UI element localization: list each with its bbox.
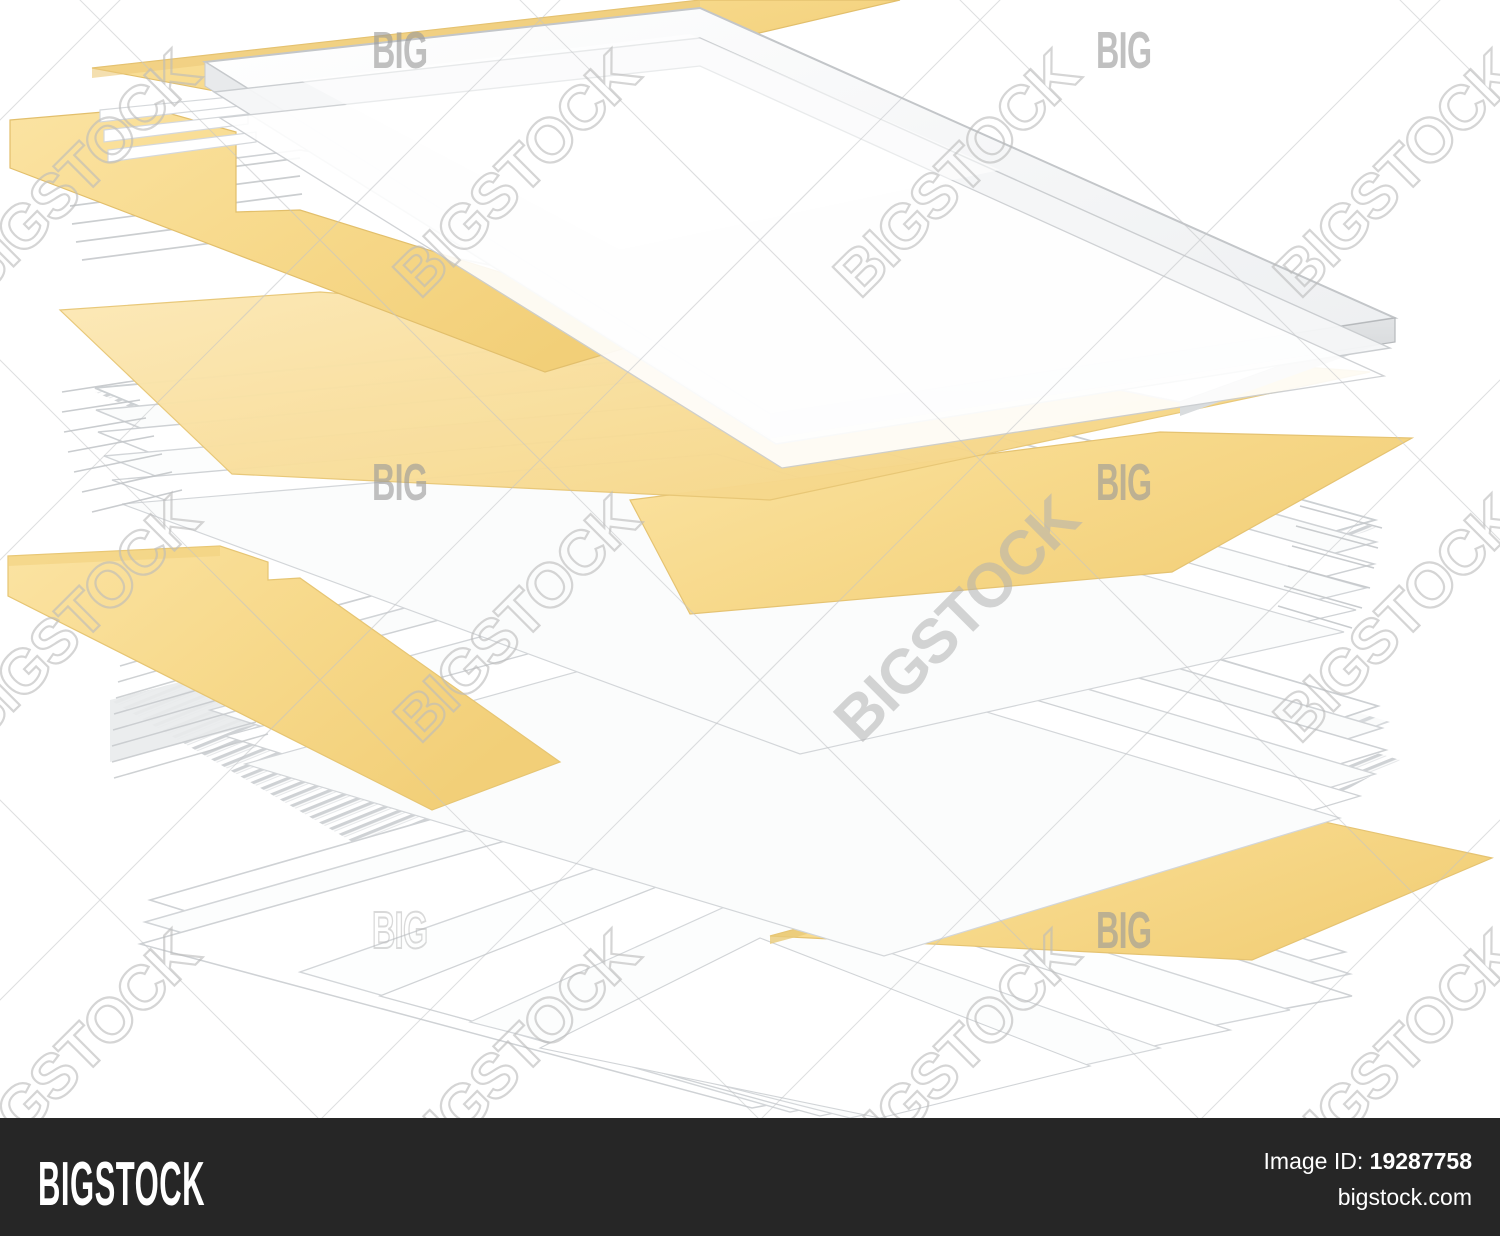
bigstock-logo[interactable]: BIGSTOCK	[38, 1150, 206, 1219]
image-id-value: 19287758	[1369, 1148, 1472, 1174]
site-url[interactable]: bigstock.com	[1337, 1184, 1472, 1210]
paper-stack-vector	[7, 0, 1494, 1118]
image-id-label: Image ID:	[1263, 1148, 1364, 1174]
paper-stack-illustration	[7, 0, 1494, 1118]
footer-bar: BIGSTOCK Image ID: 19287758 bigstock.com	[0, 1118, 1500, 1236]
footer-meta: Image ID: 19287758 bigstock.com	[1264, 1146, 1472, 1213]
image-id-row: Image ID: 19287758	[1264, 1146, 1472, 1176]
